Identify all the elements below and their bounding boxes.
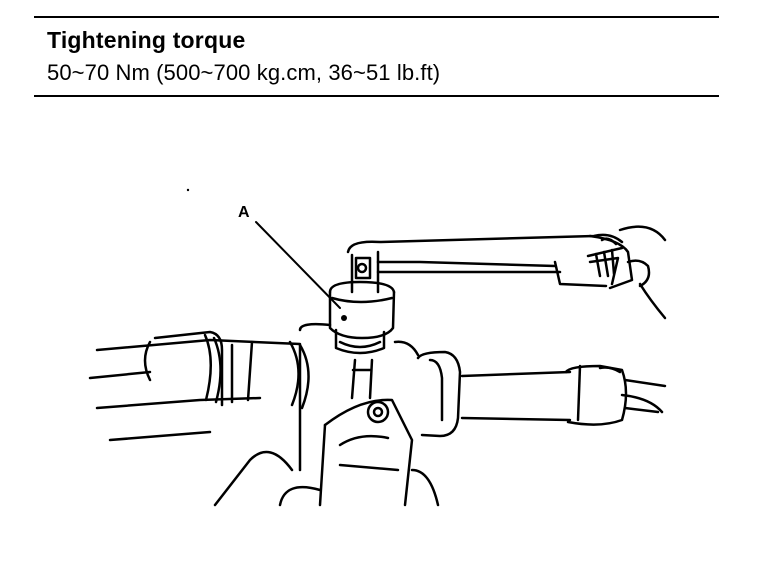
callout-leader	[255, 221, 341, 309]
steering-gear-housing-icon	[88, 322, 440, 507]
spec-title: Tightening torque	[47, 27, 246, 53]
bottom-divider	[34, 95, 719, 97]
socket-icon	[328, 280, 396, 355]
torque-wrench-icon	[346, 225, 667, 320]
spec-value: 50~70 Nm (500~700 kg.cm, 36~51 lb.ft)	[47, 60, 441, 85]
top-divider	[34, 16, 719, 18]
steering-tube-icon	[416, 350, 667, 438]
speck	[186, 188, 190, 192]
callout-label-a: A	[238, 204, 250, 221]
